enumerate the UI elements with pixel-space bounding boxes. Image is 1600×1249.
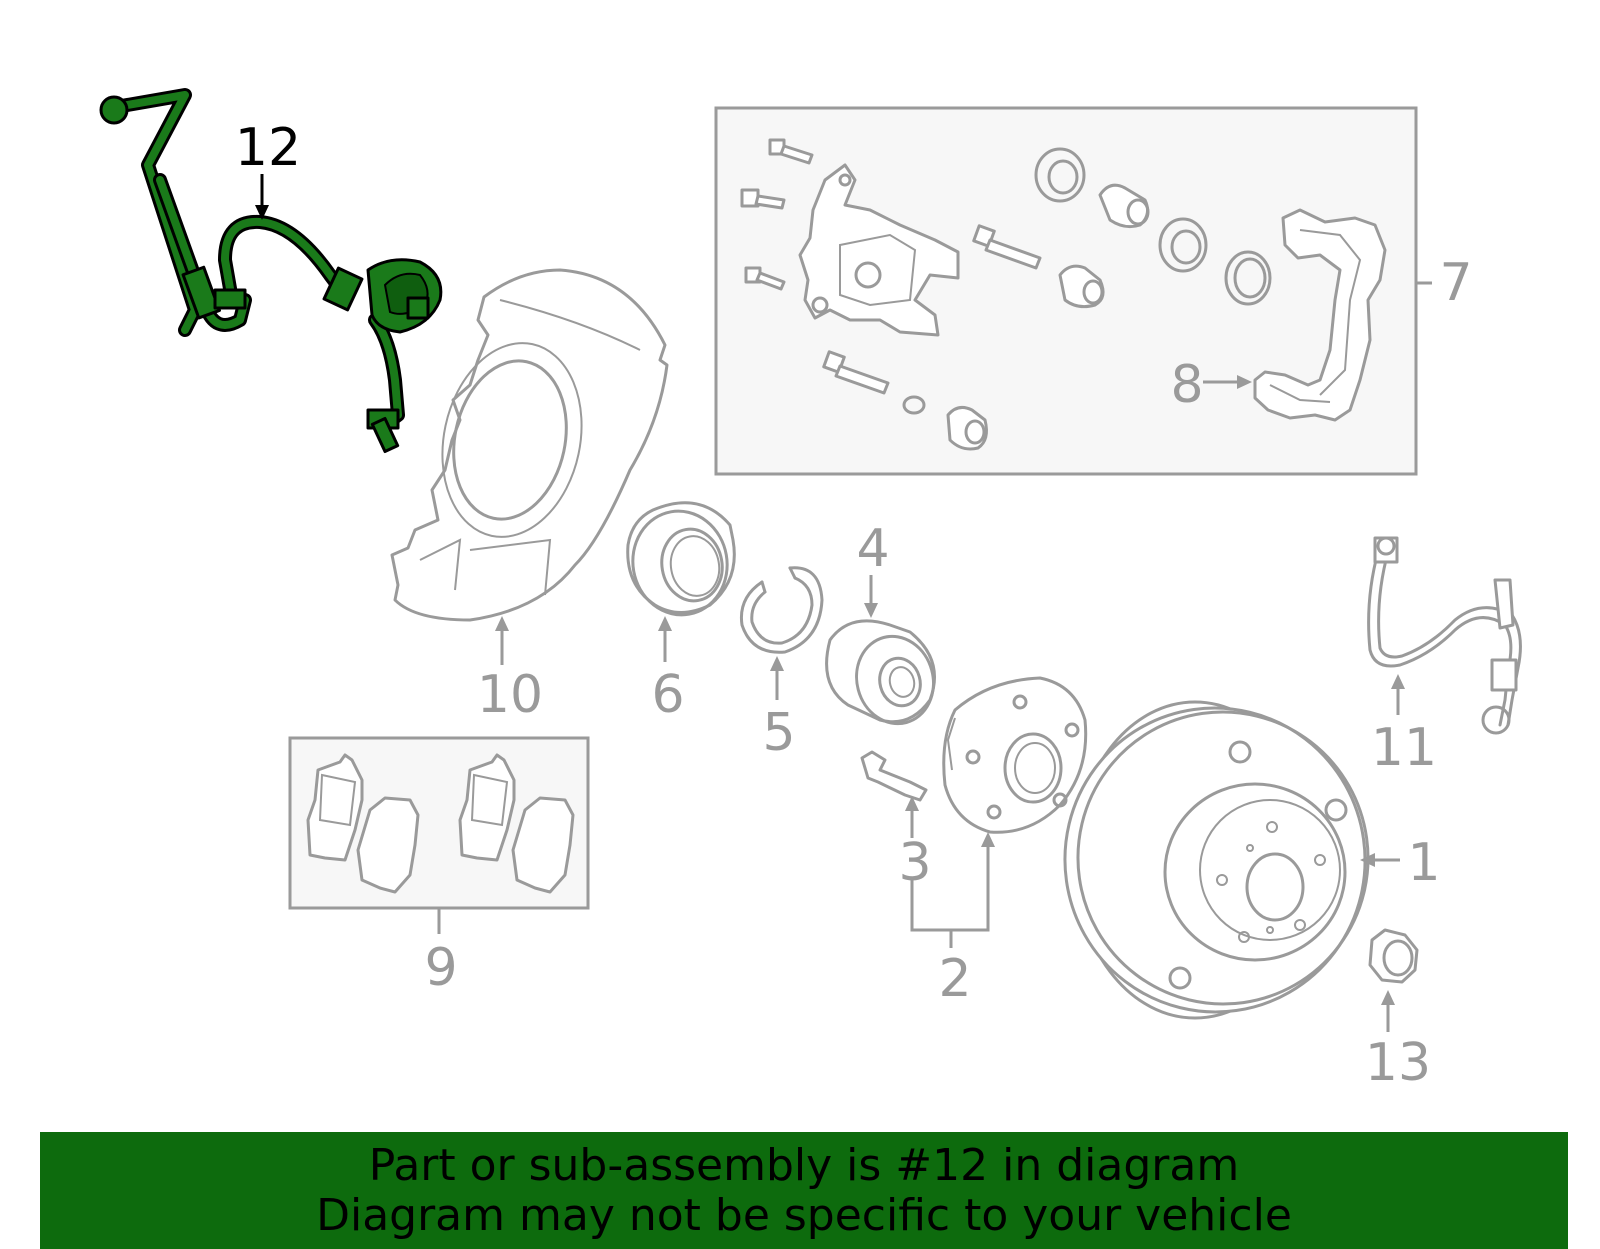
wheel-bearing-part-4[interactable]: [825, 619, 944, 732]
callout-8: 8: [1170, 355, 1203, 415]
callout-6: 6: [651, 665, 684, 725]
snap-ring-part-5[interactable]: [739, 566, 824, 654]
brake-pads-part-9[interactable]: [306, 753, 575, 894]
info-banner: Part or sub-assembly is #12 in diagram D…: [40, 1132, 1568, 1249]
wheel-stud-part-3[interactable]: [860, 750, 928, 802]
callout-4: 4: [856, 519, 889, 579]
caliper-assembly-part-7[interactable]: [740, 138, 1387, 451]
callout-11: 11: [1371, 718, 1437, 778]
dust-shield-part-10[interactable]: [390, 268, 669, 622]
callout-10: 10: [477, 665, 543, 725]
brake-hose-part-11[interactable]: [1367, 536, 1522, 735]
lug-nut-part-13[interactable]: [1368, 928, 1419, 984]
callout-3: 3: [898, 833, 931, 893]
wheel-hub-part-2[interactable]: [942, 676, 1088, 834]
bearing-seal-part-6[interactable]: [625, 501, 736, 623]
bracket-2: [910, 844, 990, 948]
callout-5: 5: [762, 703, 795, 763]
banner-line-2: Diagram may not be specific to your vehi…: [316, 1189, 1292, 1241]
brake-rotor-part-1[interactable]: [1045, 689, 1387, 1032]
abs-sensor-wire-part-12[interactable]: [99, 88, 443, 454]
banner-line-1: Part or sub-assembly is #12 in diagram: [368, 1139, 1240, 1191]
callout-9: 9: [424, 938, 457, 998]
callout-12: 12: [235, 118, 301, 178]
callout-13: 13: [1365, 1033, 1431, 1093]
arrow-12: [255, 174, 269, 220]
callout-2: 2: [938, 949, 971, 1009]
callout-7: 7: [1439, 253, 1472, 313]
callout-1: 1: [1407, 833, 1440, 893]
